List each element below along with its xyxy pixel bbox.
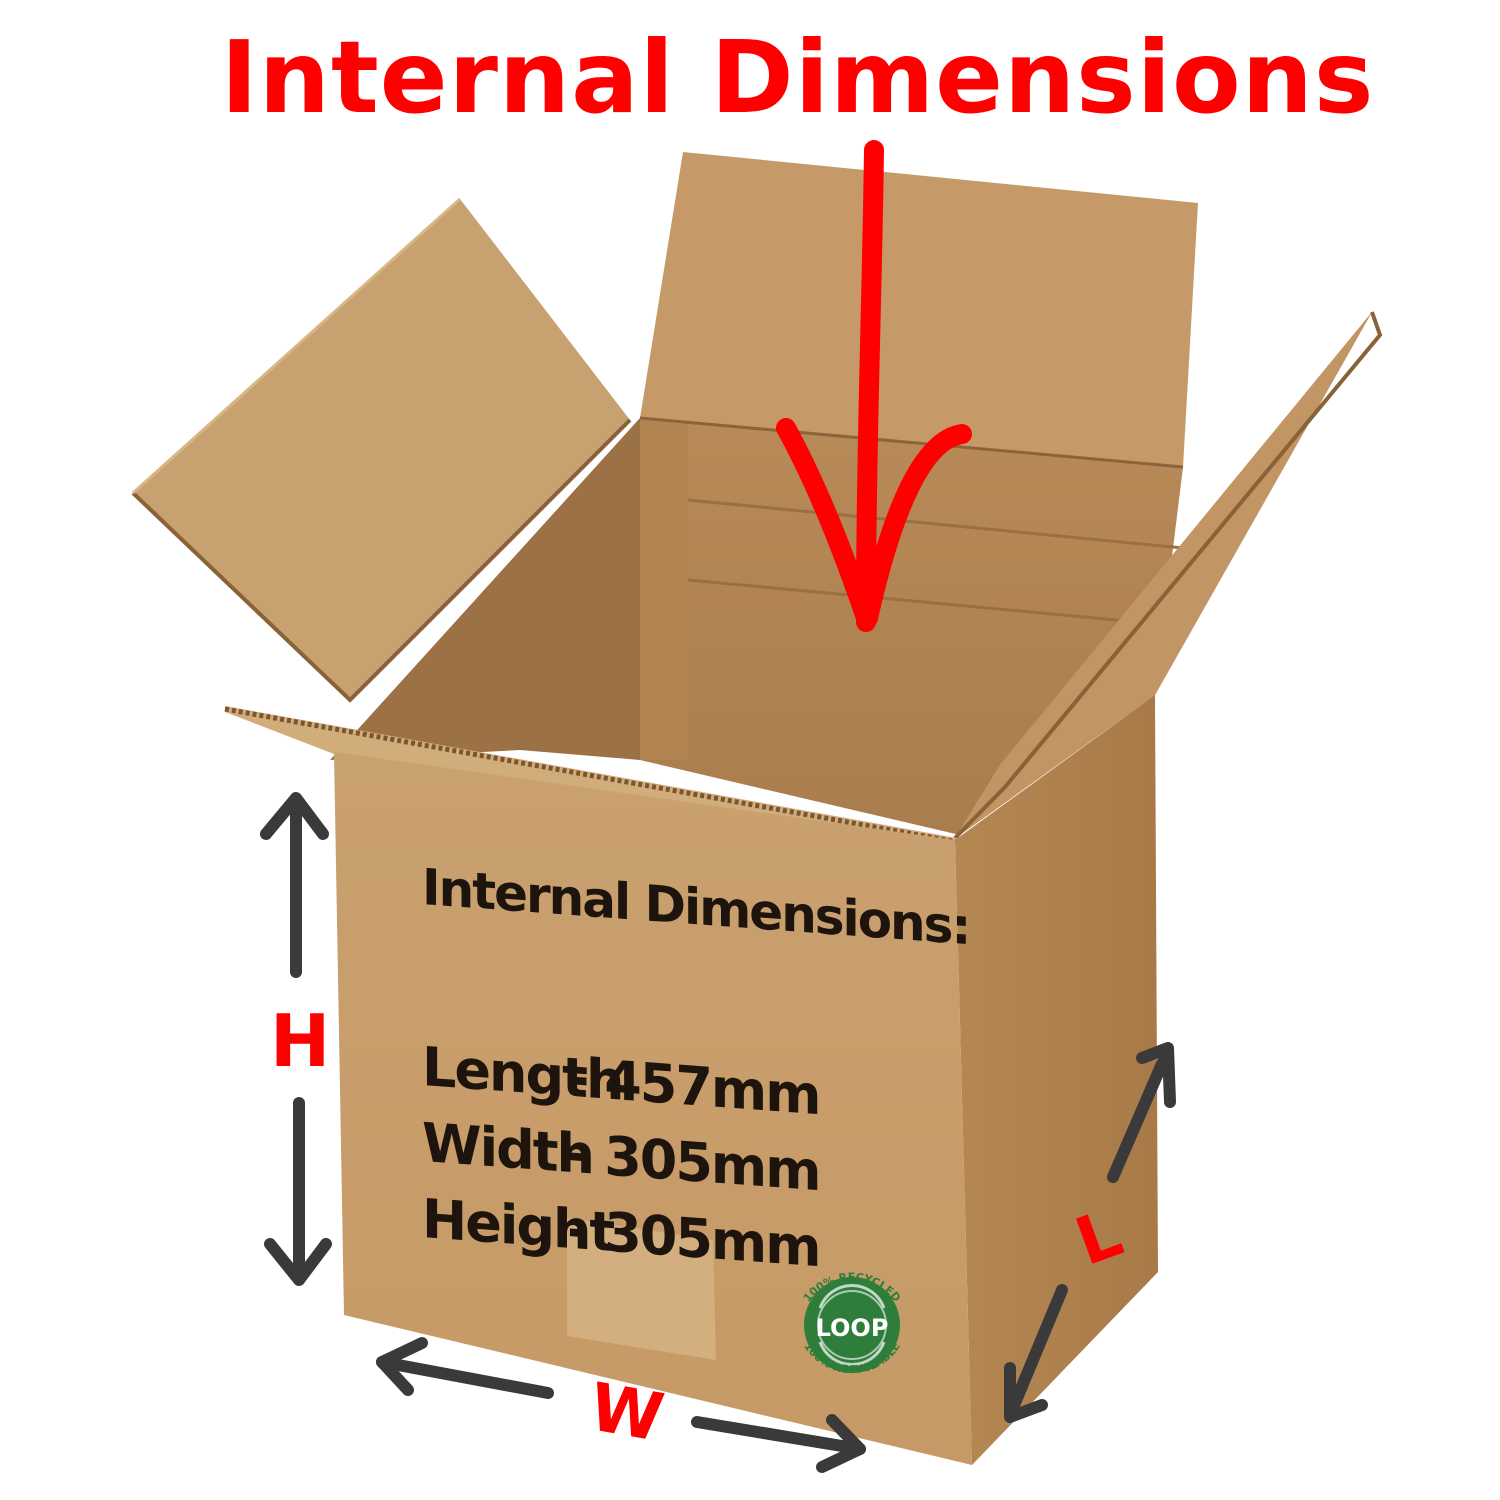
box-side-face bbox=[955, 695, 1158, 1465]
dimension-value: - 305mm bbox=[567, 1197, 820, 1280]
width-arrow bbox=[376, 1337, 866, 1473]
left-flap bbox=[133, 199, 630, 700]
box-front-face bbox=[334, 752, 972, 1465]
height-label: H bbox=[270, 999, 331, 1083]
packing-tape bbox=[567, 1218, 716, 1360]
red-down-arrow bbox=[776, 140, 972, 632]
back-flap bbox=[640, 152, 1198, 467]
width-label: W bbox=[583, 1368, 670, 1457]
dimension-value: - 457mm bbox=[567, 1045, 820, 1128]
logo-name: LOOP bbox=[816, 1314, 889, 1342]
headline: Internal Dimensions bbox=[220, 19, 1375, 136]
loop-recycled-logo: LOOP 100% RECYCLED 100% RECYCLABLE bbox=[801, 1271, 904, 1377]
box-interior-left bbox=[330, 418, 640, 760]
height-arrow bbox=[260, 792, 332, 1286]
length-arrow bbox=[1004, 1042, 1176, 1423]
dimension-value: - 305mm bbox=[567, 1121, 820, 1204]
box-printed-label: Internal Dimensions: Length - 457mm Widt… bbox=[422, 858, 969, 1303]
